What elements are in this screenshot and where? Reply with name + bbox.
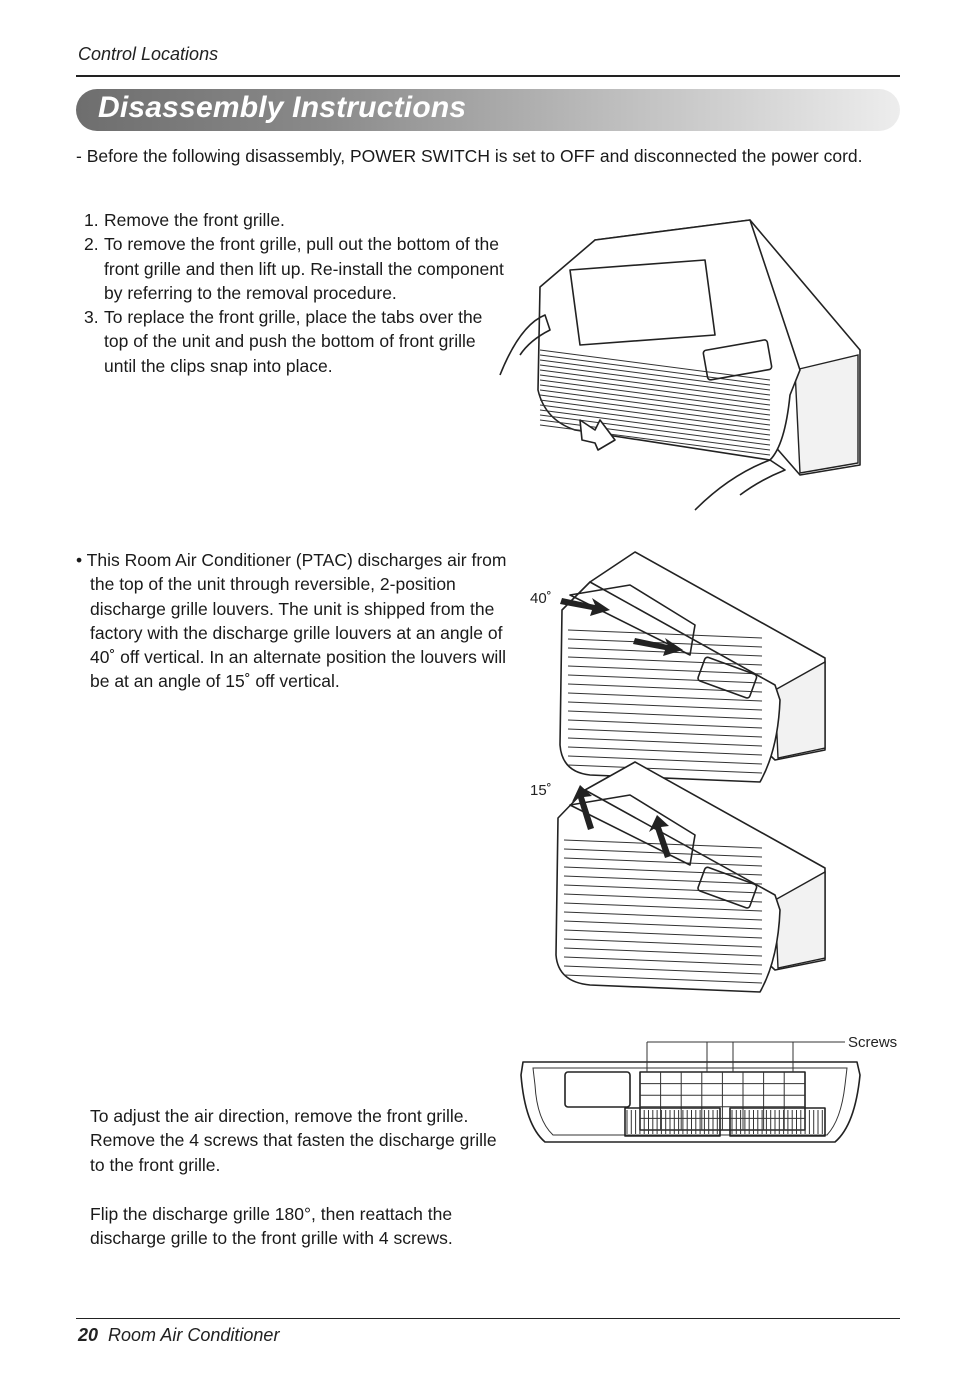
page-title: Disassembly Instructions: [98, 91, 467, 124]
step-number: 1.: [84, 210, 99, 230]
intro-note: - Before the following disassembly, POWE…: [76, 146, 863, 166]
title-banner: [76, 89, 900, 131]
step-number: 2.: [84, 234, 99, 255]
step-number: 3.: [84, 307, 99, 328]
page-footer: 20 Room Air Conditioner: [78, 1325, 279, 1346]
step-text: Remove the front grille.: [104, 210, 285, 230]
page-number: 20: [78, 1325, 99, 1345]
front-grille-removal-illustration: [499, 219, 861, 511]
angle-label-15: 15˚: [530, 782, 552, 799]
discharge-grille-screws-illustration: [520, 1041, 861, 1143]
louver-15-illustration: [555, 761, 826, 993]
louver-40-illustration: [559, 551, 826, 783]
step-text: To remove the front grille, pull out the…: [104, 234, 504, 303]
step-item: 2.To remove the front grille, pull out t…: [84, 232, 504, 305]
adjust-instructions: To adjust the air direction, remove the …: [90, 1106, 497, 1175]
flip-instructions: Flip the discharge grille 180°, then rea…: [90, 1204, 453, 1249]
screws-label: Screws: [848, 1034, 898, 1051]
angle-label-40: 40˚: [530, 590, 552, 607]
section-header: Control Locations: [78, 44, 219, 64]
step-item: 3.To replace the front grille, place the…: [84, 305, 504, 378]
footer-title: Room Air Conditioner: [108, 1325, 280, 1345]
removal-steps: 1.Remove the front grille. 2.To remove t…: [84, 208, 504, 378]
footer-rule: [76, 1318, 900, 1319]
step-text: To replace the front grille, place the t…: [104, 307, 483, 376]
step-item: 1.Remove the front grille.: [84, 208, 504, 232]
louver-description: • This Room Air Conditioner (PTAC) disch…: [76, 550, 507, 692]
header-rule: [76, 75, 900, 77]
